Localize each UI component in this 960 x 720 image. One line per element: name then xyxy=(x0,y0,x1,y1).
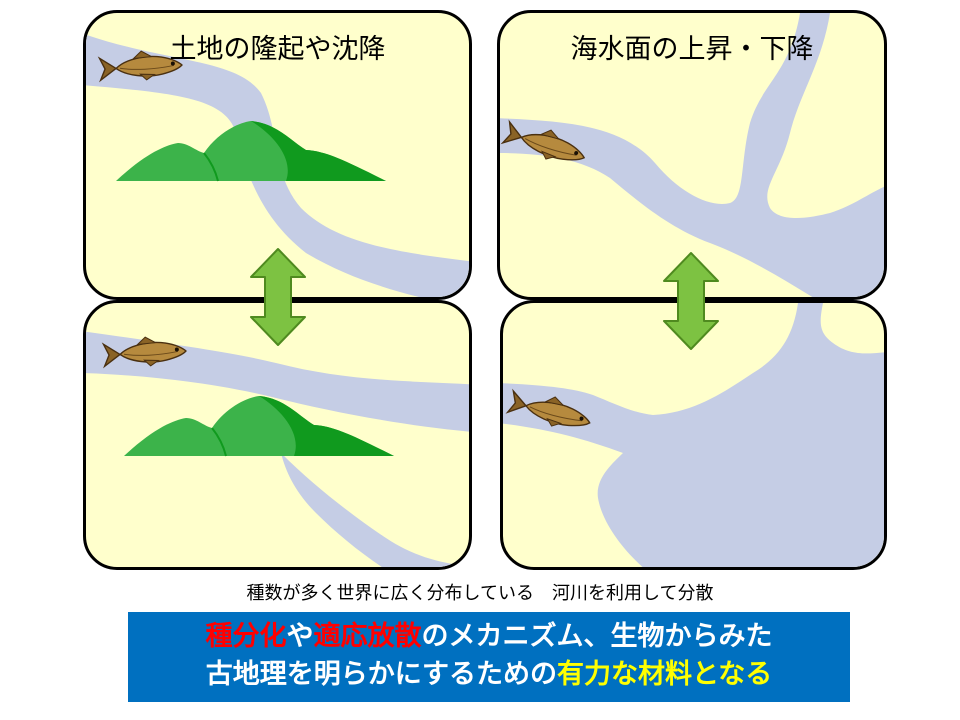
river-landscape xyxy=(500,13,884,297)
panel-title-sealevel: 海水面の上昇・下降 xyxy=(570,34,814,65)
double-arrow-icon xyxy=(663,252,719,350)
banner-segment: や xyxy=(286,621,314,652)
double-arrow-icon xyxy=(250,248,306,346)
river-landscape xyxy=(86,34,469,297)
banner-segment: 古地理を明らかにするための xyxy=(205,659,558,690)
river-landscape xyxy=(503,303,884,567)
conclusion-banner: 種分化や適応放散のメカニズム、生物からみた 古地理を明らかにするための有力な材料… xyxy=(128,612,850,702)
banner-line-2: 古地理を明らかにするための有力な材料となる xyxy=(128,656,850,694)
river-landscape xyxy=(86,331,469,567)
caption-text: 種数が多く世界に広く分布している 河川を利用して分散 xyxy=(246,583,714,604)
banner-segment: のメカニズム、生物からみた xyxy=(421,621,773,652)
panel-title-uplift: 土地の隆起や沈降 xyxy=(169,34,386,65)
mountain-icon xyxy=(115,120,387,182)
banner-segment: 種分化 xyxy=(205,621,287,652)
banner-segment: 適応放散 xyxy=(313,621,422,652)
banner-segment: 有力な材料となる xyxy=(557,659,773,690)
banner-line-1: 種分化や適応放散のメカニズム、生物からみた xyxy=(128,618,850,656)
